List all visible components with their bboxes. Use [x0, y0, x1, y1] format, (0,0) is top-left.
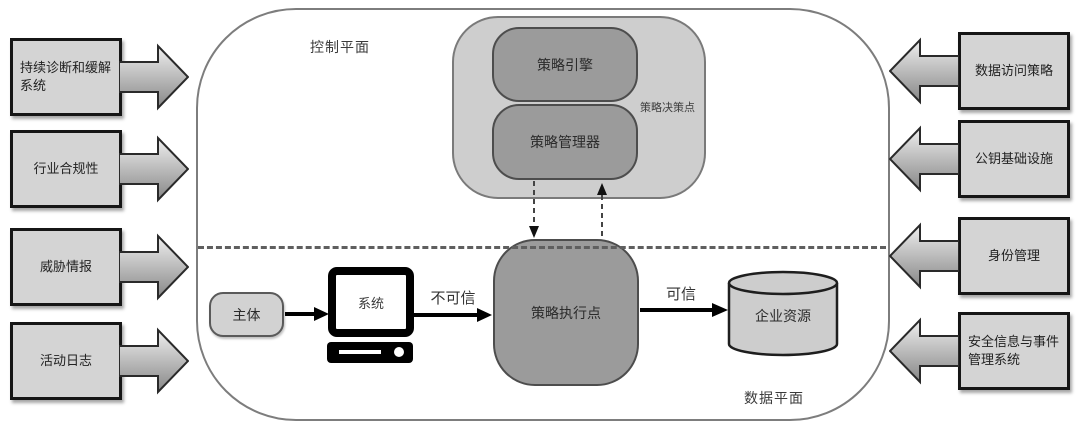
io-box-label: 威胁情报 [39, 258, 92, 274]
input-arrow-right-icon [119, 43, 189, 111]
io-box-label: 持续诊断和缓解系统 [20, 59, 112, 93]
policy-engine-node: 策略引擎 [492, 27, 638, 102]
io-box-siem-system: 安全信息与事件管理系统 [958, 312, 1070, 390]
system-unit-slot [339, 350, 381, 354]
input-arrow-left-icon [889, 222, 959, 290]
input-arrow-left-icon [889, 125, 959, 193]
dashed-connector-down-icon [529, 181, 539, 238]
io-box-label: 身份管理 [987, 247, 1040, 263]
system-unit-icon [327, 342, 413, 363]
io-box-label: 安全信息与事件管理系统 [968, 333, 1060, 367]
control-data-plane-divider [198, 246, 886, 249]
io-box-cdm-system: 持续诊断和缓解系统 [10, 38, 122, 116]
policy-administrator-node: 策略管理器 [492, 104, 638, 180]
dashed-connector-up-icon [597, 183, 607, 239]
trusted-label: 可信 [665, 286, 696, 303]
io-box-label: 行业合规性 [33, 160, 99, 176]
policy-decision-point-label: 策略决策点 [640, 102, 695, 114]
input-arrow-right-icon [119, 233, 189, 301]
flow-arrow-icon [640, 303, 728, 317]
io-box-label: 数据访问策略 [974, 62, 1053, 78]
io-box-id-management: 身份管理 [958, 217, 1070, 295]
data-plane-label: 数据平面 [744, 390, 804, 406]
policy-enforcement-point-node: 策略执行点 [493, 239, 639, 386]
input-arrow-left-icon [889, 37, 959, 105]
policy-engine-label: 策略引擎 [537, 56, 593, 73]
io-box-label: 公钥基础设施 [974, 150, 1053, 166]
subject-node: 主体 [209, 292, 284, 337]
flow-arrow-icon [414, 308, 492, 322]
flow-arrow-icon [285, 307, 329, 321]
io-box-pki: 公钥基础设施 [958, 120, 1070, 198]
system-unit-power-dot [394, 347, 404, 357]
policy-administrator-label: 策略管理器 [530, 134, 600, 150]
system-computer-icon: 系统 [328, 267, 414, 337]
input-arrow-right-icon [119, 135, 189, 203]
io-box-label: 活动日志 [39, 352, 92, 368]
enterprise-resource-database-icon [727, 270, 839, 357]
input-arrow-left-icon [889, 317, 959, 385]
input-arrow-right-icon [119, 327, 189, 395]
untrusted-label: 不可信 [430, 290, 476, 307]
io-box-data-access-policy: 数据访问策略 [958, 32, 1070, 110]
policy-enforcement-point-label: 策略执行点 [531, 304, 601, 321]
system-label: 系统 [357, 295, 384, 311]
control-plane-label: 控制平面 [310, 39, 370, 55]
io-box-threat-intelligence: 威胁情报 [10, 228, 122, 306]
enterprise-resource-label: 企业资源 [755, 308, 811, 324]
io-box-industry-compliance: 行业合规性 [10, 130, 122, 208]
subject-label: 主体 [232, 306, 261, 323]
io-box-activity-logs: 活动日志 [10, 322, 122, 400]
